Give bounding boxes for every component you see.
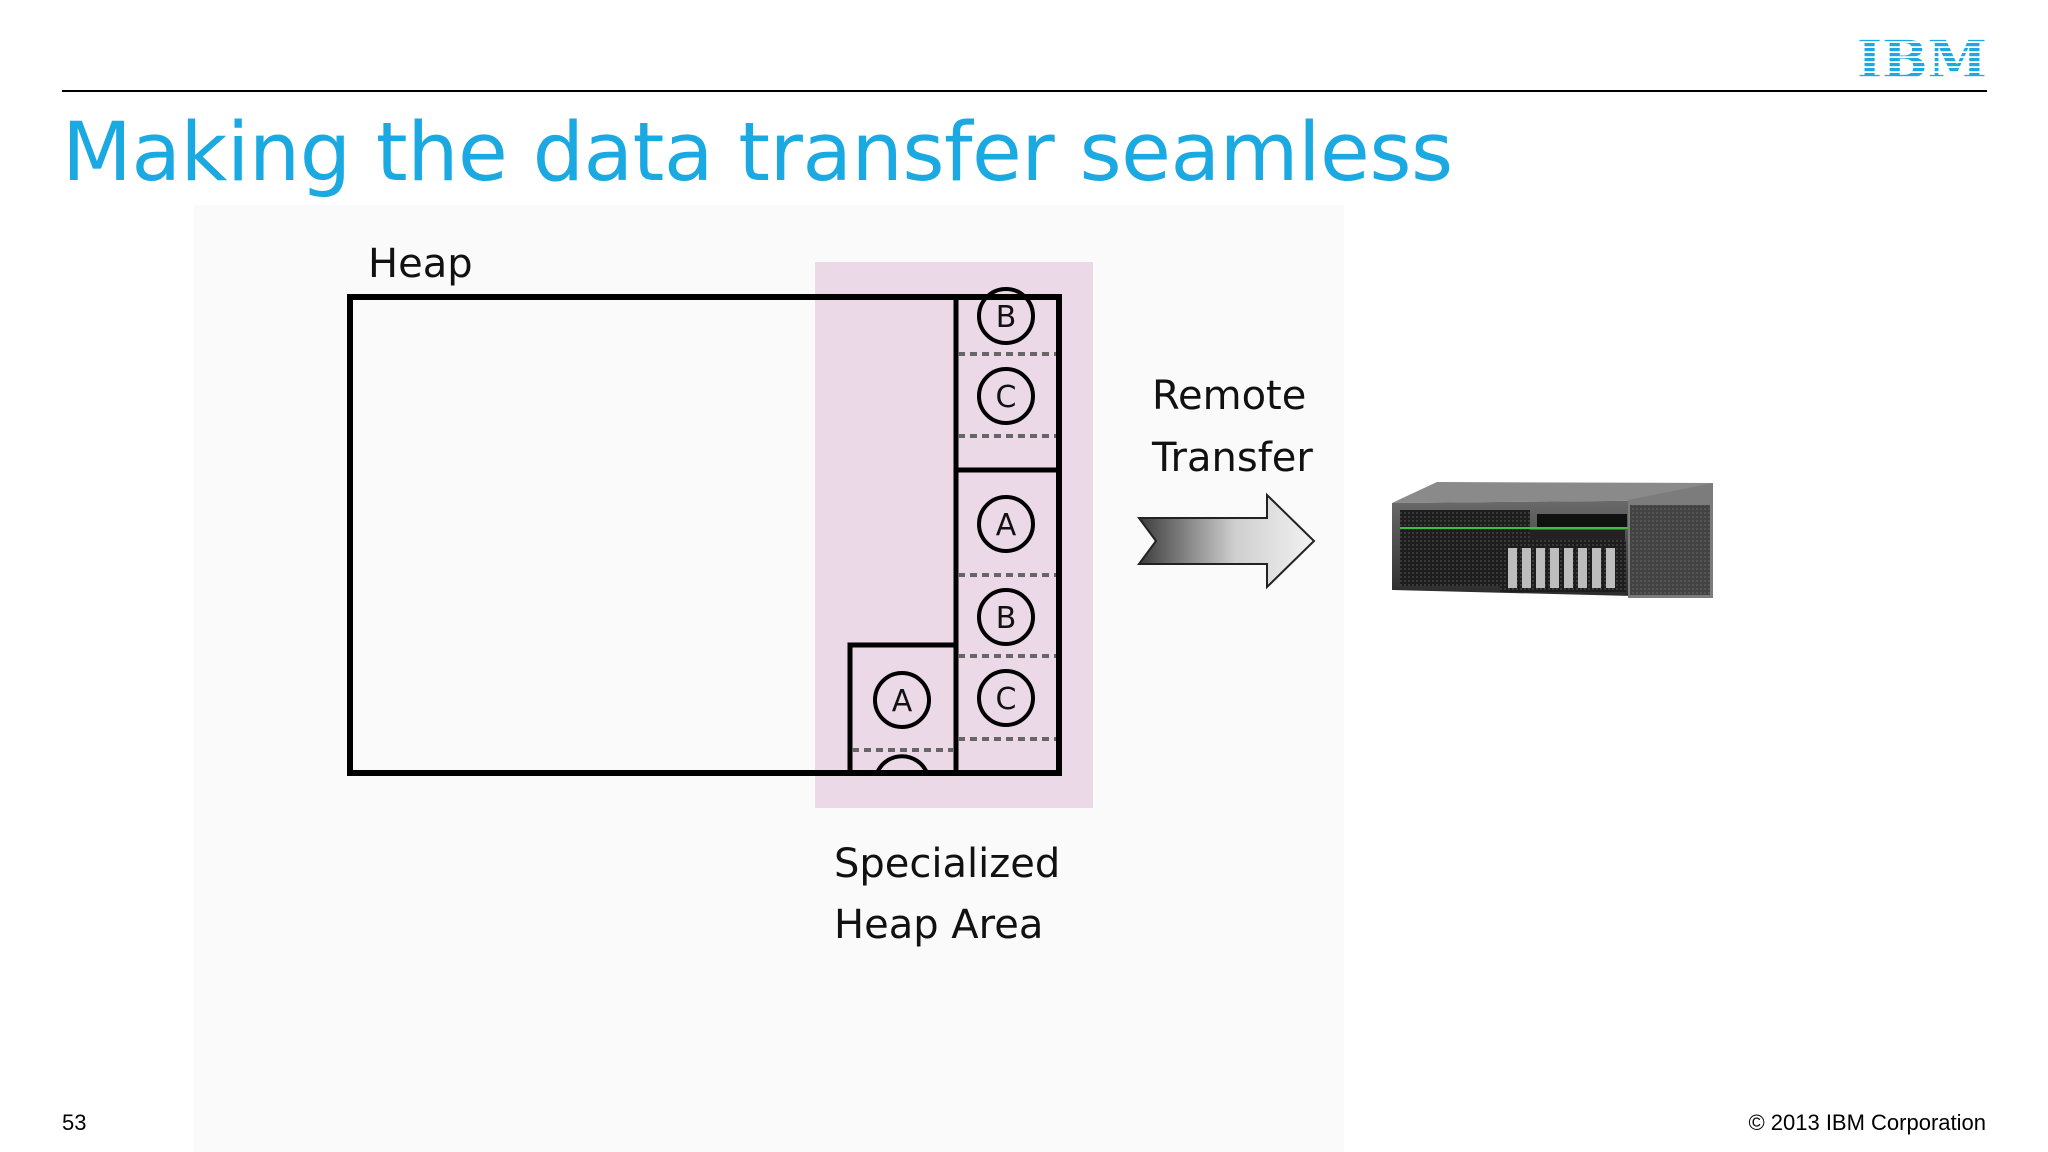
object-c-bottom: C bbox=[977, 669, 1035, 727]
svg-text:C: C bbox=[996, 682, 1017, 717]
object-c-top: C bbox=[977, 367, 1035, 425]
transfer-arrow bbox=[1137, 492, 1316, 590]
svg-text:B: B bbox=[996, 300, 1017, 335]
object-a-small-region: A bbox=[873, 671, 931, 729]
svg-text:IBM: IBM bbox=[1857, 38, 1987, 80]
specialized-heap-label-2: Heap Area bbox=[834, 902, 1043, 948]
heap-label: Heap bbox=[368, 241, 473, 287]
svg-text:C: C bbox=[996, 380, 1017, 415]
object-a-middle: A bbox=[977, 495, 1035, 553]
dotted-separators bbox=[852, 352, 1056, 752]
small-region-border bbox=[847, 642, 956, 773]
svg-text:A: A bbox=[892, 684, 913, 719]
page-number: 53 bbox=[62, 1110, 87, 1135]
content-panel bbox=[194, 205, 1344, 1152]
copyright-text: © 2013 IBM Corporation bbox=[1748, 1110, 1986, 1135]
svg-text:B: B bbox=[996, 601, 1017, 636]
slide-title: Making the data transfer seamless bbox=[62, 106, 1453, 200]
ibm-logo: IBM bbox=[1857, 38, 1987, 80]
specialized-heap-label-1: Specialized bbox=[834, 841, 1060, 887]
remote-transfer-label-1: Remote bbox=[1152, 373, 1306, 419]
heap-box bbox=[347, 294, 1062, 776]
object-b-top: B bbox=[977, 287, 1035, 345]
svg-text:A: A bbox=[996, 508, 1017, 543]
object-b-middle: B bbox=[977, 588, 1035, 646]
header-rule bbox=[62, 90, 1987, 92]
clipped-object bbox=[875, 754, 929, 774]
server-image bbox=[1392, 482, 1713, 598]
remote-transfer-label-2: Transfer bbox=[1151, 435, 1313, 481]
